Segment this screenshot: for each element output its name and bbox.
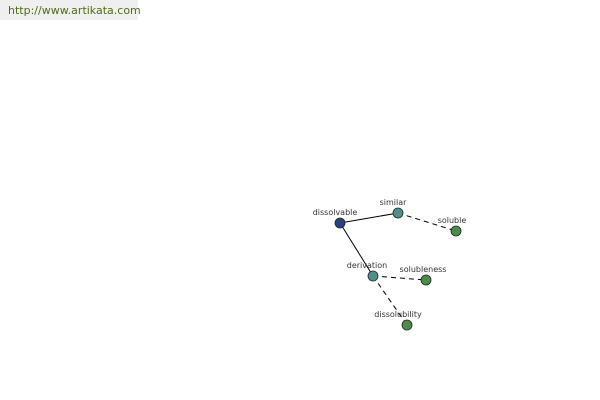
edges-layer [339, 212, 457, 326]
node-circle-similar[interactable] [392, 207, 404, 219]
node-label-dissolubility: dissolubility [374, 310, 422, 319]
url-link[interactable]: http://www.artikata.com [8, 4, 141, 17]
node-dissolvable[interactable]: dissolvable [313, 208, 358, 229]
node-dissolubility[interactable]: dissolubility [374, 310, 422, 331]
node-derivation[interactable]: derivation [347, 261, 387, 282]
node-circle-soluble[interactable] [450, 225, 462, 237]
url-banner[interactable]: http://www.artikata.com [0, 0, 141, 20]
node-circle-solubleness[interactable] [420, 274, 432, 286]
node-soluble[interactable]: soluble [438, 216, 467, 237]
edge-dissolvable-similar [339, 212, 399, 224]
node-circle-dissolubility[interactable] [401, 319, 413, 331]
edge-similar-soluble [397, 212, 457, 232]
node-solubleness[interactable]: solubleness [400, 265, 447, 286]
node-label-similar: similar [380, 198, 408, 207]
node-similar[interactable]: similar [380, 198, 408, 219]
edge-derivation-solubleness [372, 275, 427, 281]
edge-dissolvable-derivation [339, 222, 374, 277]
edge-derivation-dissolubility [372, 275, 408, 326]
node-label-solubleness: solubleness [400, 265, 447, 274]
node-label-derivation: derivation [347, 261, 387, 270]
nodes-layer: dissolvable similar soluble derivation solub… [313, 198, 467, 331]
node-circle-dissolvable[interactable] [334, 217, 346, 229]
node-circle-derivation[interactable] [367, 270, 379, 282]
node-label-dissolvable: dissolvable [313, 208, 358, 217]
node-label-soluble: soluble [438, 216, 467, 225]
